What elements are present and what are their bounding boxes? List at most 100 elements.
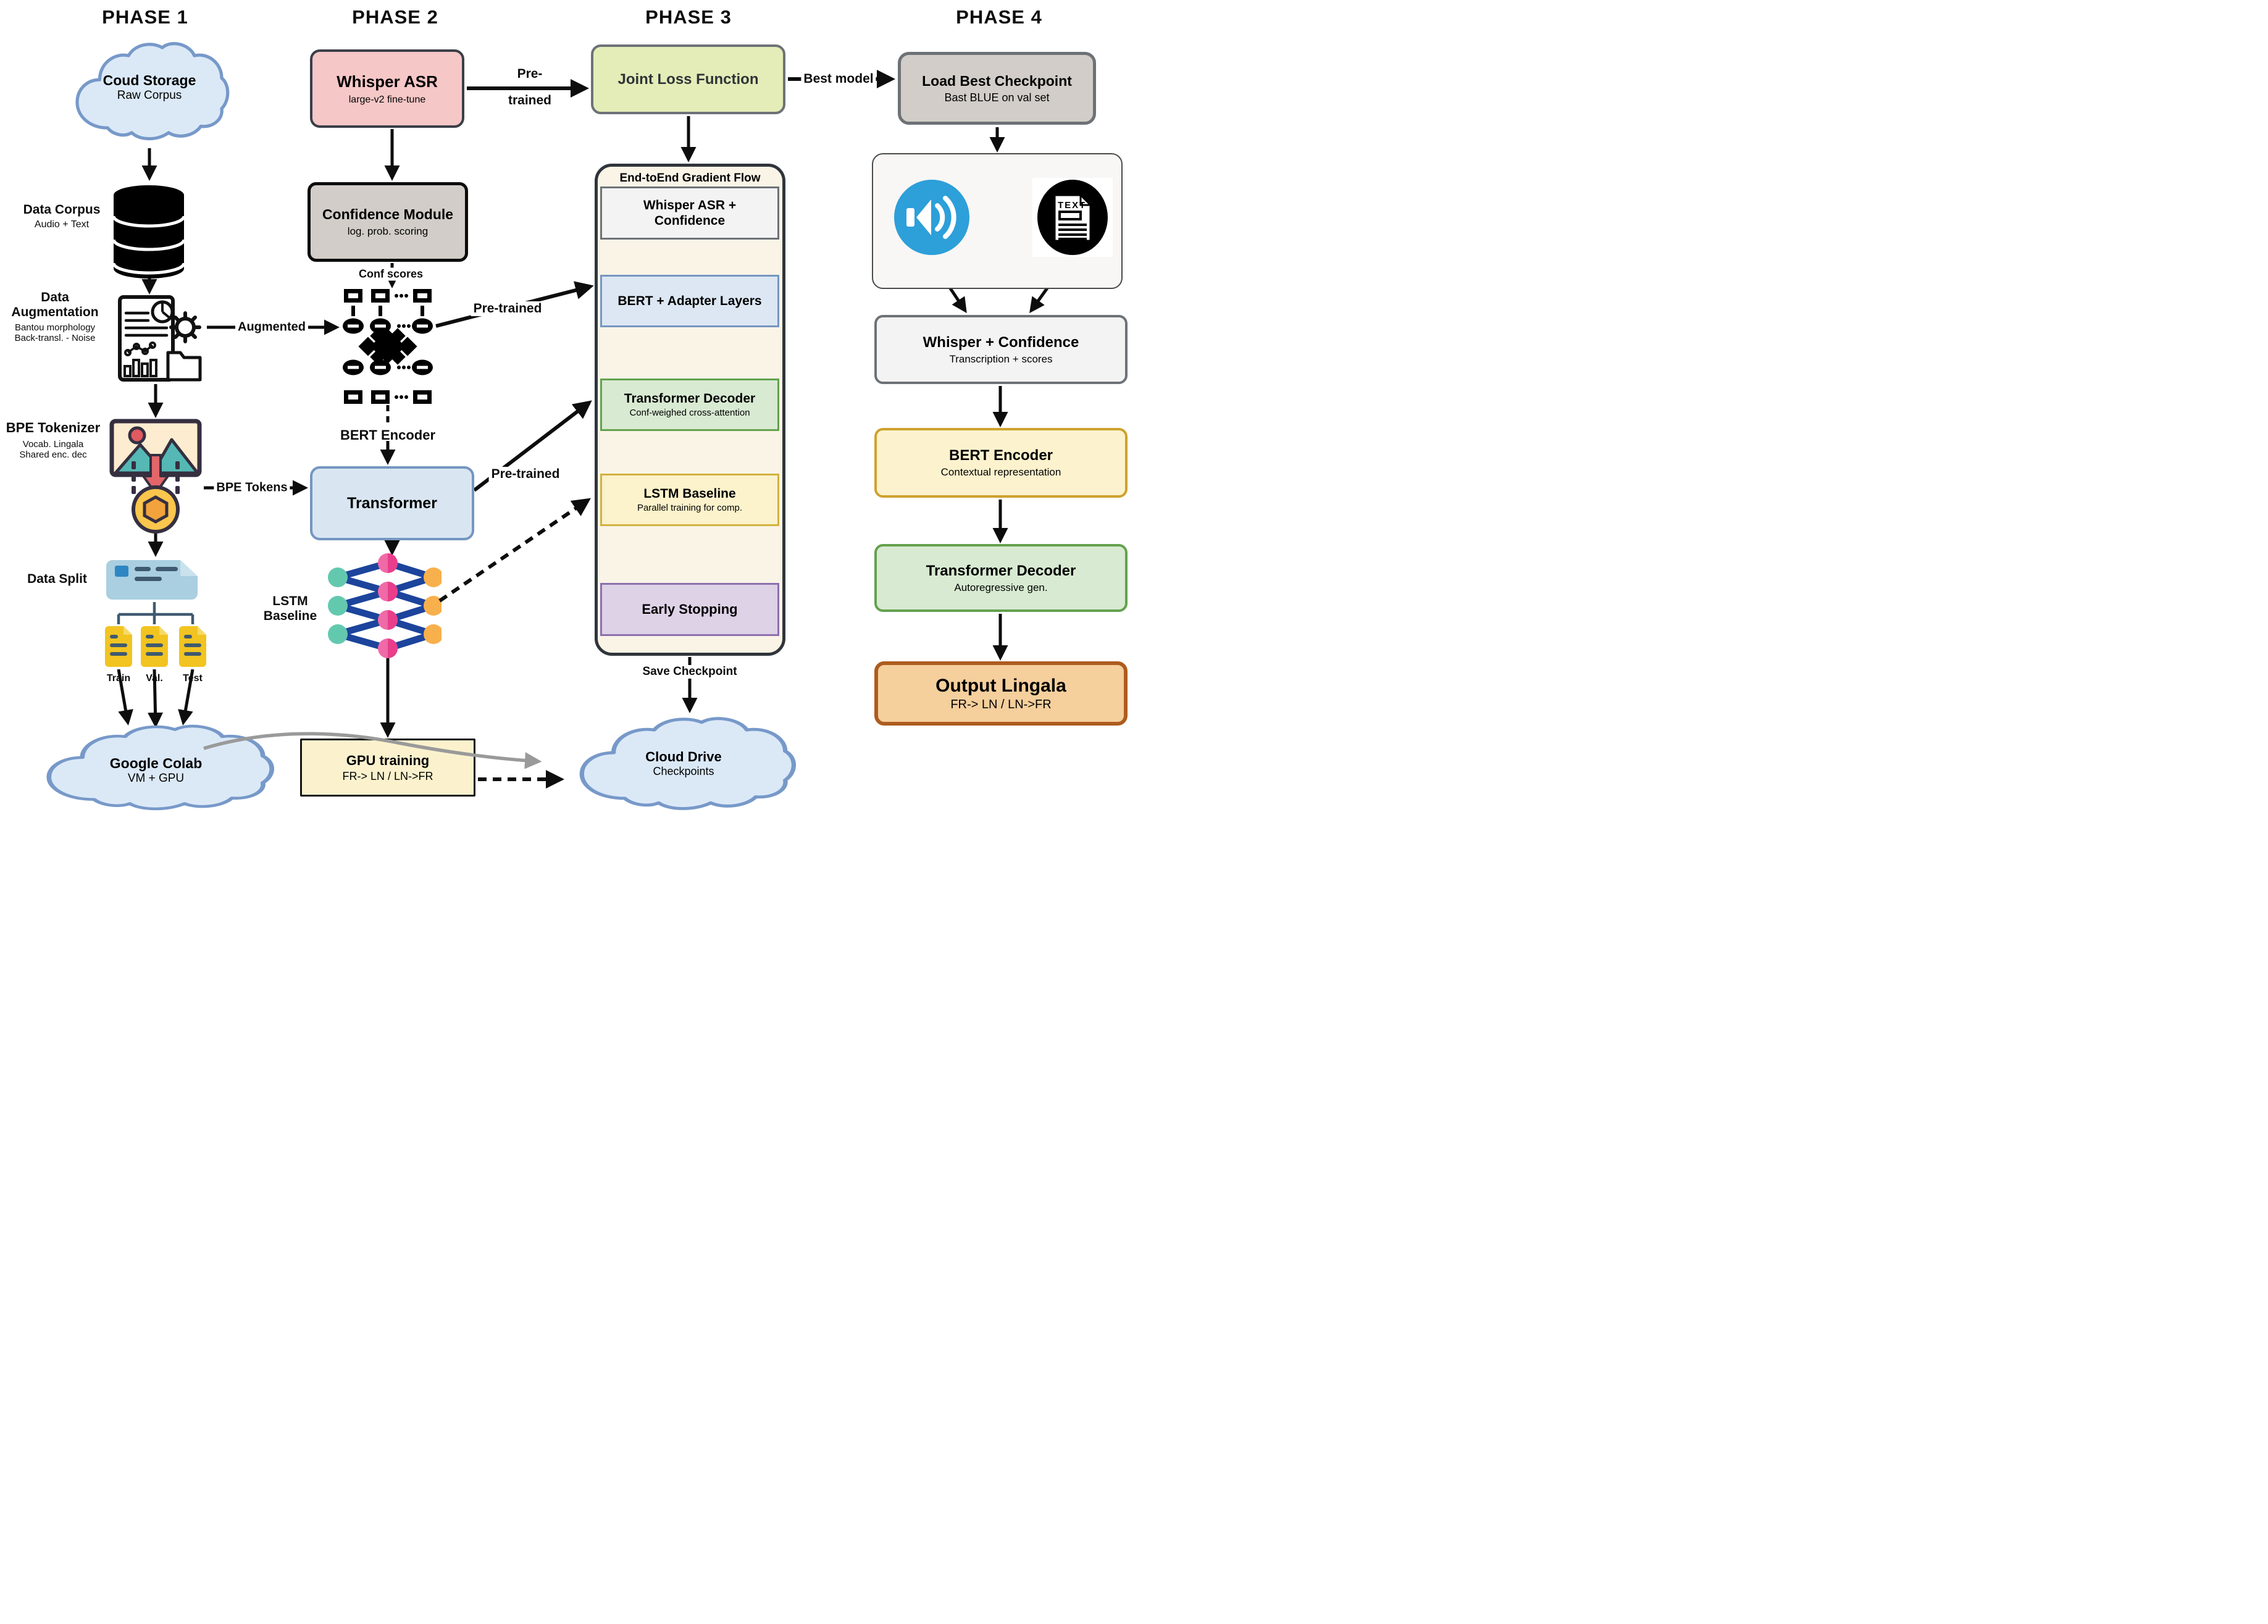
data-augmentation-title-line2: Augmentation (11, 305, 99, 319)
bert-encoder-title: BERT Encoder (948, 447, 1053, 464)
load-best-checkpoint-subtitle: Bast BLUE on val set (944, 91, 1050, 104)
step-bert-adapter-title: BERT + Adapter Layers (617, 293, 762, 308)
pretrained-arrow-label-3: Pre-trained (488, 467, 563, 482)
cloud-icon (75, 42, 230, 141)
test-file-icon (177, 625, 209, 671)
data-split-title: Data Split (27, 572, 87, 586)
bpe-tokenizer-sub2: Shared enc. dec (19, 450, 87, 460)
step-transformer-decoder-subtitle: Conf-weighed cross-attention (629, 408, 750, 418)
lstm-caption-line2: Baseline (263, 609, 317, 623)
save-checkpoint-arrow-label: Save Checkpoint (640, 665, 740, 679)
diagram-canvas: PHASE 1 PHASE 2 PHASE 3 PHASE 4 Coud Sto… (0, 0, 1134, 812)
database-icon (112, 184, 186, 283)
google-colab-subtitle: VM + GPU (127, 772, 185, 785)
text-icon-label: TEXT (1058, 200, 1086, 211)
lstm-caption-line1: LSTM (272, 594, 308, 608)
whisper-confidence-subtitle: Transcription + scores (949, 353, 1053, 365)
output-lingala-subtitle: FR-> LN / LN->FR (950, 697, 1052, 711)
confidence-module-subtitle: log. prob. scoring (347, 225, 429, 237)
google-colab-cloud: Google Colab VM + GPU (37, 721, 275, 812)
phase4-header: PHASE 4 (956, 6, 1042, 28)
data-corpus-label: Data Corpus Audio + Text (15, 203, 108, 230)
bpe-tokenizer-title: BPE Tokenizer (6, 420, 101, 435)
gpu-training-subtitle: FR-> LN / LN->FR (342, 769, 433, 782)
transformer-decoder-title: Transformer Decoder (926, 562, 1076, 579)
cloud-storage-title: Coud Storage (103, 72, 196, 88)
step-bert-adapter-box: BERT + Adapter Layers (600, 275, 779, 327)
confidence-module-title: Confidence Module (322, 206, 454, 222)
bpe-token-coin-icon (122, 453, 190, 537)
phase3-header: PHASE 3 (645, 6, 732, 28)
whisper-confidence-box: Whisper + Confidence Transcription + sco… (874, 315, 1128, 384)
transformer-decoder-box: Transformer Decoder Autoregressive gen. (874, 544, 1128, 612)
bert-encoder-subtitle: Contextual representation (940, 466, 1061, 478)
step-early-stopping-title: Early Stopping (642, 601, 738, 617)
pretrained-arrow-label-1b: trained (505, 93, 554, 108)
output-lingala-box: Output Lingala FR-> LN / LN->FR (874, 661, 1128, 726)
whisper-asr-title: Whisper ASR (337, 72, 438, 91)
step-transformer-decoder-title: Transformer Decoder (624, 391, 756, 406)
data-augmentation-title-line1: Data (41, 290, 69, 304)
cloud-storage: Coud Storage Raw Corpus (69, 34, 230, 146)
text-icon: TEXT (1032, 178, 1113, 261)
google-colab-text: Google Colab VM + GPU (37, 755, 275, 785)
data-corpus-subtitle: Audio + Text (34, 219, 90, 230)
data-augmentation-sub1: Bantou morphology (14, 322, 96, 333)
load-best-checkpoint-title: Load Best Checkpoint (922, 72, 1072, 89)
bert-network-icon (341, 289, 434, 407)
data-augmentation-label: Data Augmentation Bantou morphology Back… (0, 290, 110, 343)
pretrained-arrow-label-2: Pre-trained (471, 301, 545, 316)
gradient-flow-title: End-toEnd Gradient Flow (619, 172, 761, 185)
transformer-decoder-subtitle: Autoregressive gen. (954, 581, 1048, 593)
confidence-module-box: Confidence Module log. prob. scoring (308, 182, 468, 262)
phase2-header: PHASE 2 (352, 6, 438, 28)
data-split-label: Data Split (12, 572, 102, 587)
train-label: Train (106, 673, 131, 684)
pretrained-arrow-label-1a: Pre- (514, 67, 545, 82)
transformer-title: Transformer (347, 494, 437, 512)
lstm-caption: LSTM Baseline (247, 594, 333, 624)
step-early-stopping-box: Early Stopping (600, 583, 779, 636)
cloud-icon (579, 717, 796, 810)
cloud-drive-text: Cloud Drive Checkpoints (571, 749, 797, 778)
val-label: Val. (146, 673, 163, 684)
audio-icon (893, 178, 971, 259)
lstm-network-icon (324, 553, 443, 664)
step-lstm-baseline-subtitle: Parallel training for comp. (637, 503, 743, 513)
bpe-tokens-arrow-label: BPE Tokens (214, 480, 290, 495)
load-best-checkpoint-box: Load Best Checkpoint Bast BLUE on val se… (898, 52, 1096, 125)
data-augmentation-icon (111, 293, 204, 387)
train-file-icon (103, 625, 135, 671)
google-colab-title: Google Colab (109, 755, 203, 771)
step-whisper-confidence-title: Whisper ASR + Confidence (643, 198, 737, 228)
gpu-training-box: GPU training FR-> LN / LN->FR (300, 739, 475, 797)
best-model-arrow-label: Best model (801, 72, 876, 86)
whisper-asr-subtitle: large-v2 fine-tune (348, 94, 426, 105)
bert-encoder-caption: BERT Encoder (340, 427, 436, 443)
cloud-drive-cloud: Cloud Drive Checkpoints (571, 713, 797, 812)
bpe-tokenizer-sub1: Vocab. Lingala (22, 439, 84, 450)
phase1-header: PHASE 1 (102, 6, 188, 28)
data-augmentation-sub2: Back-transl. - Noise (14, 333, 96, 343)
augmented-arrow-label: Augmented (235, 320, 308, 335)
step-whisper-confidence-box: Whisper ASR + Confidence (600, 186, 779, 240)
red-arrow-icon (142, 454, 169, 495)
joint-loss-title: Joint Loss Function (617, 70, 759, 88)
cloud-drive-subtitle: Checkpoints (653, 765, 714, 777)
whisper-confidence-title: Whisper + Confidence (923, 333, 1079, 351)
step-transformer-decoder-box: Transformer Decoder Conf-weighed cross-a… (600, 379, 779, 431)
cloud-storage-text: Coud Storage Raw Corpus (69, 72, 230, 103)
cloud-drive-title: Cloud Drive (645, 749, 722, 764)
data-corpus-title: Data Corpus (23, 203, 101, 217)
bert-encoder-box: BERT Encoder Contextual representation (874, 428, 1128, 498)
joint-loss-box: Joint Loss Function (591, 44, 785, 114)
bpe-tokenizer-label: BPE Tokenizer Vocab. Lingala Shared enc.… (0, 420, 106, 460)
cloud-storage-subtitle: Raw Corpus (117, 89, 182, 102)
transformer-box: Transformer (310, 466, 474, 540)
whisper-asr-box: Whisper ASR large-v2 fine-tune (310, 49, 464, 128)
data-split-icon (106, 558, 203, 605)
conf-scores-arrow-label: Conf scores (356, 267, 426, 281)
test-label: Test (183, 673, 203, 684)
step-lstm-baseline-box: LSTM Baseline Parallel training for comp… (600, 474, 779, 526)
step-lstm-baseline-title: LSTM Baseline (643, 487, 736, 501)
